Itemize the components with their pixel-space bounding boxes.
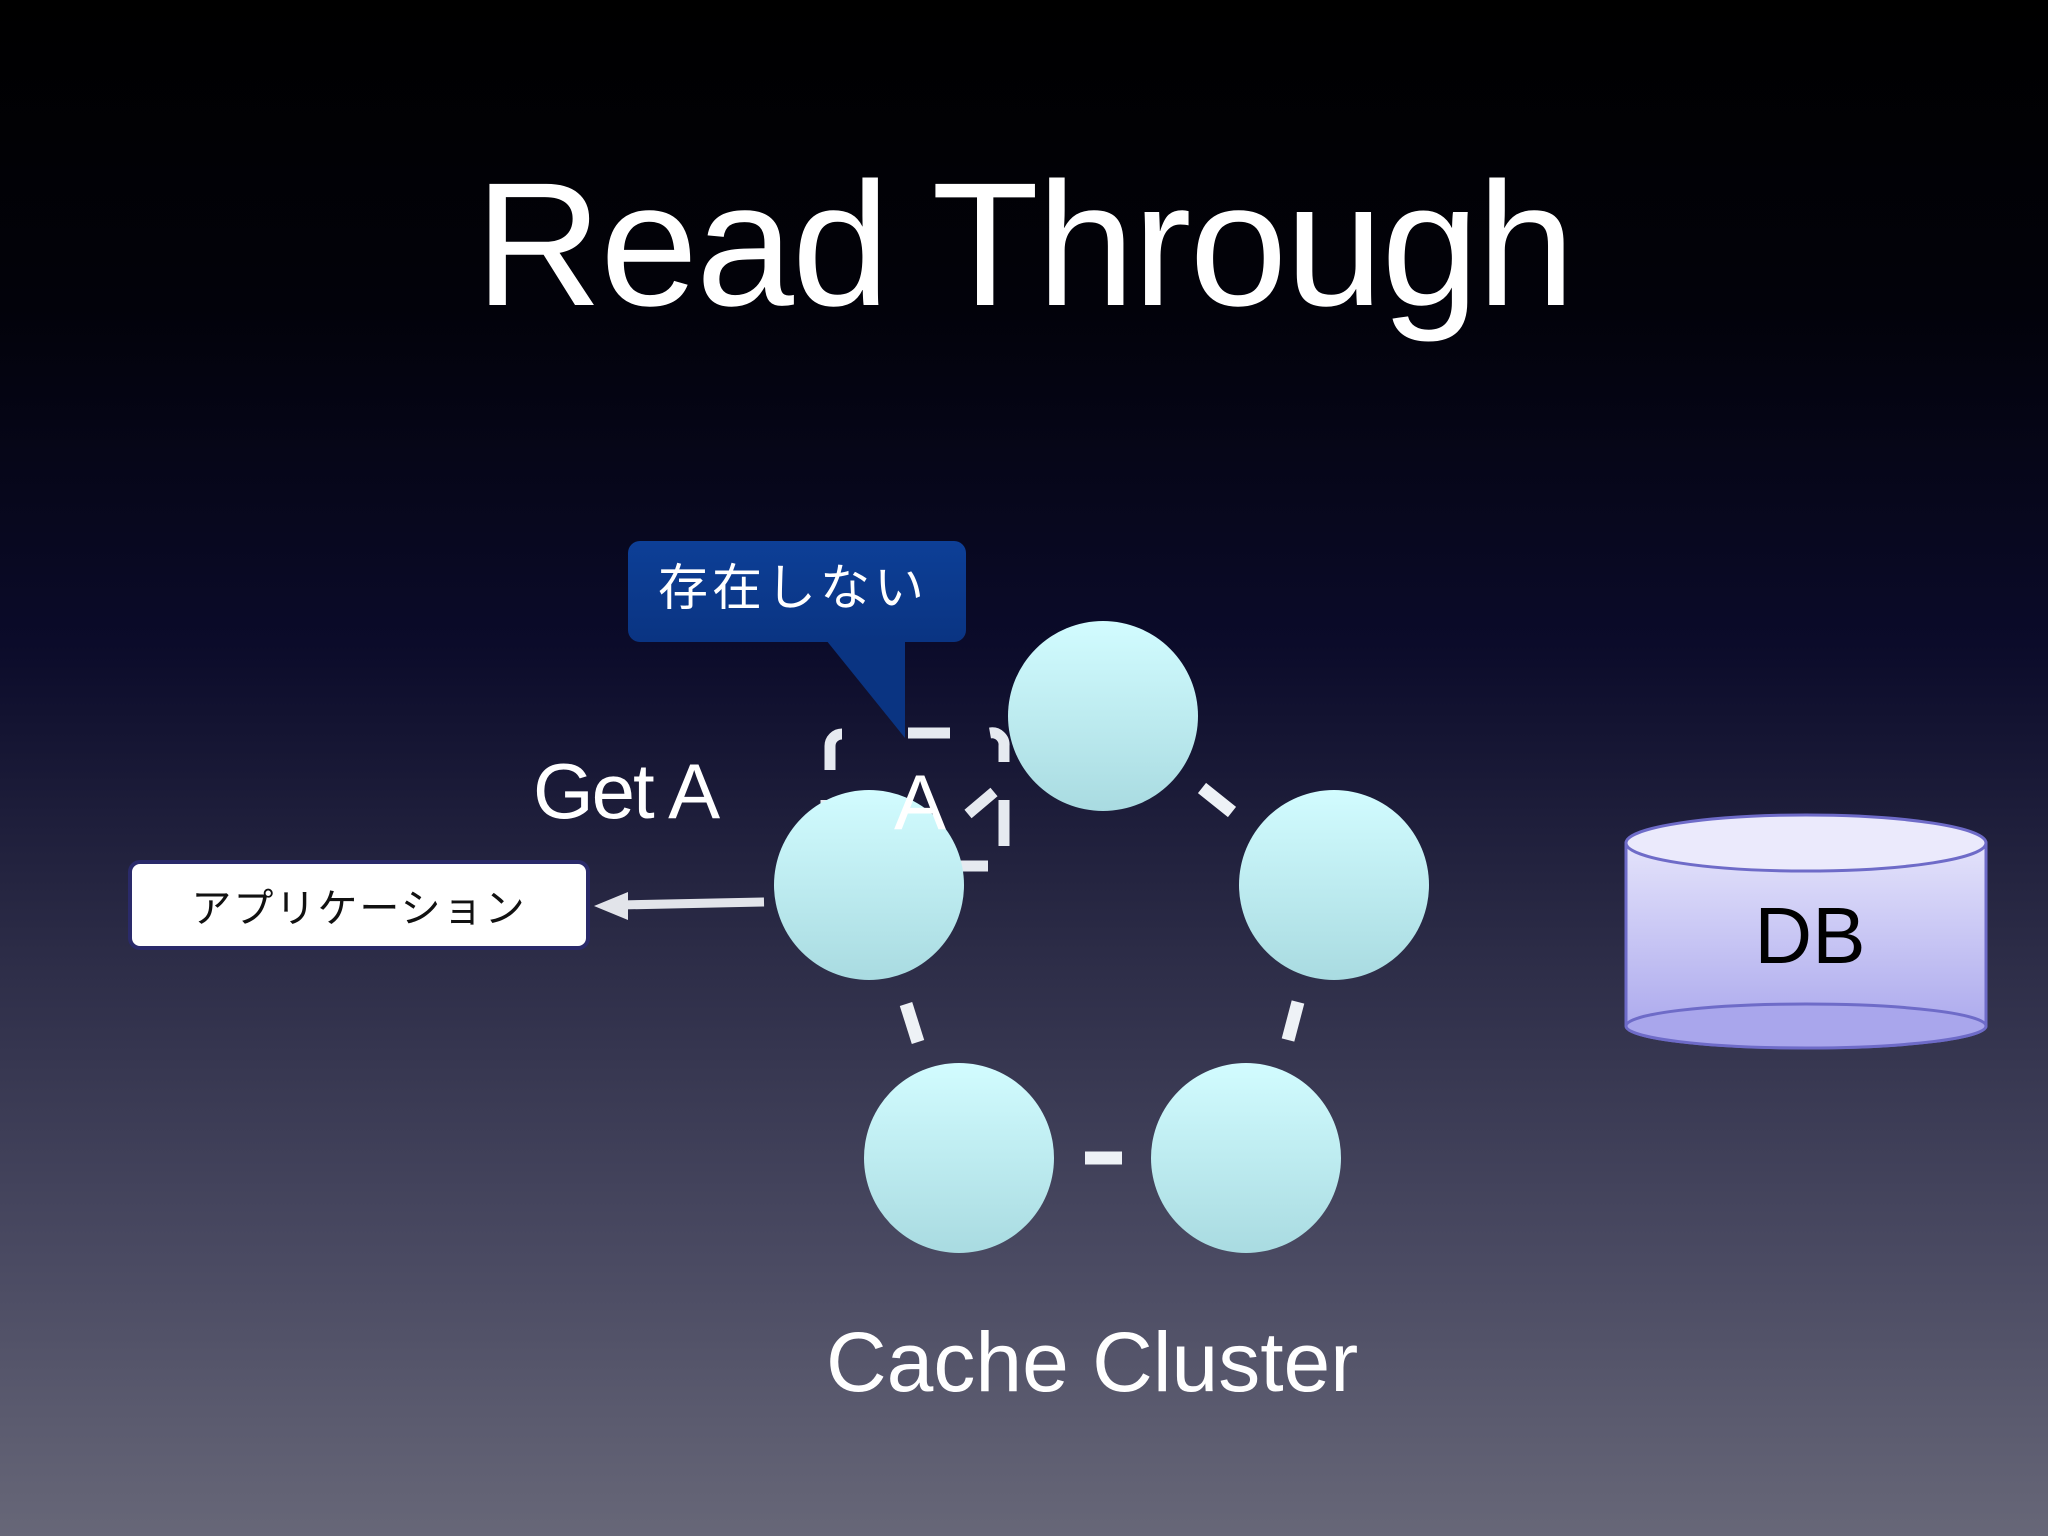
link-left-bottom [899, 1002, 925, 1044]
cache-node-left [774, 790, 964, 980]
callout-text: 存在しない [658, 559, 928, 617]
database-cylinder [1624, 813, 1988, 1050]
slide-title: Read Through [475, 147, 1575, 343]
not-found-callout [628, 541, 966, 738]
cache-node-bottom-right [1151, 1063, 1341, 1253]
cluster-label: Cache Cluster [826, 1315, 1359, 1409]
cache-node-top [1008, 621, 1198, 811]
link-right-bottom [1281, 1000, 1305, 1042]
link-top-right [1197, 782, 1237, 818]
cache-node-right [1239, 790, 1429, 980]
cache-key-label: A [893, 758, 947, 846]
request-label: Get A [533, 747, 720, 835]
database-label: DB [1754, 891, 1866, 980]
cache-nodes [774, 621, 1429, 1253]
cache-key-box-corner [964, 787, 1010, 846]
cache-node-bottom-left [864, 1063, 1054, 1253]
application-label: アプリケーション [191, 886, 527, 932]
cluster-links [899, 782, 1305, 1165]
response-arrow [594, 892, 765, 920]
application-box: アプリケーション [128, 860, 590, 950]
